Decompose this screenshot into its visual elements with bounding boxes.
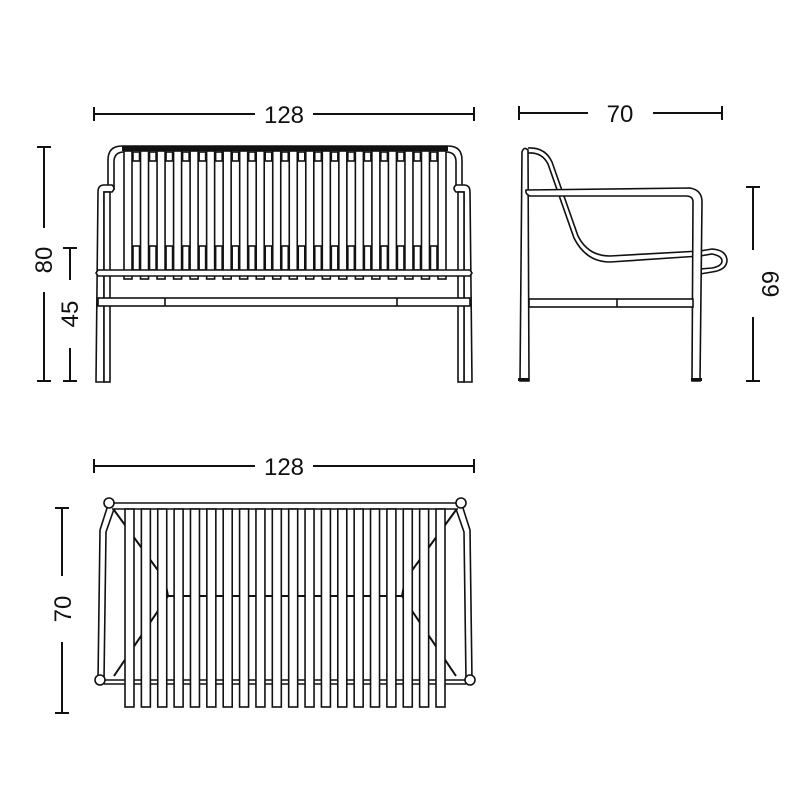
- seat-slat: [206, 508, 217, 708]
- back-slat: [404, 150, 414, 280]
- seat-slat: [255, 508, 266, 708]
- back-slat: [354, 150, 365, 280]
- back-slat: [338, 150, 348, 280]
- back-slat: [222, 150, 232, 280]
- back-slat: [371, 150, 381, 280]
- back-slat: [387, 150, 398, 280]
- seat-slat: [435, 508, 446, 708]
- seat-slat: [124, 508, 135, 708]
- seat-slat: [418, 508, 430, 708]
- seat-slat: [271, 508, 283, 708]
- seat-slat: [189, 508, 201, 708]
- back-slat: [123, 150, 133, 280]
- top-width-label: 128: [264, 454, 304, 481]
- top-seat-slats: [124, 508, 446, 708]
- back-slat: [238, 150, 249, 280]
- back-slat: [420, 150, 431, 280]
- seat-slat: [238, 508, 250, 708]
- top-depth-dimension: 70: [50, 507, 77, 714]
- top-width-dimension: 128: [93, 454, 475, 481]
- back-slat: [172, 150, 183, 280]
- seat-slat: [287, 508, 299, 708]
- seat-slat: [304, 508, 315, 708]
- seat-slat: [402, 508, 414, 708]
- seat-slat: [353, 508, 364, 708]
- back-slat: [437, 150, 447, 280]
- front-back-slats: [123, 150, 447, 280]
- back-slat: [304, 150, 315, 280]
- back-slat: [288, 150, 299, 280]
- front-height-label: 80: [31, 247, 58, 274]
- back-slat: [189, 150, 199, 280]
- side-depth-dimension: 70: [518, 101, 723, 128]
- back-slat: [271, 150, 282, 280]
- front-seat-height-label: 45: [57, 301, 84, 328]
- side-arm-height-dimension: 69: [746, 186, 783, 382]
- top-depth-label: 70: [50, 596, 77, 623]
- front-width-label: 128: [264, 102, 304, 129]
- back-slat: [321, 150, 332, 280]
- side-view: 70 69: [518, 101, 783, 382]
- seat-slat: [173, 508, 184, 708]
- seat-slat: [156, 508, 168, 708]
- side-depth-label: 70: [607, 101, 634, 128]
- seat-slat: [222, 508, 234, 708]
- back-slat: [205, 150, 216, 280]
- back-slat: [255, 150, 266, 280]
- front-width-dimension: 128: [93, 102, 475, 129]
- seat-slat: [386, 508, 397, 708]
- side-arm-height-label: 69: [756, 271, 783, 298]
- seat-slat: [320, 508, 332, 708]
- back-slat: [156, 150, 166, 280]
- seat-slat: [369, 508, 381, 708]
- front-view: 128 80 45: [31, 102, 475, 383]
- seat-slat: [140, 508, 152, 708]
- seat-slat: [336, 508, 348, 708]
- front-height-dimension: 80: [31, 146, 58, 382]
- back-slat: [139, 150, 150, 280]
- front-seat-height-dimension: 45: [57, 247, 84, 382]
- top-view: 128 70: [50, 454, 476, 714]
